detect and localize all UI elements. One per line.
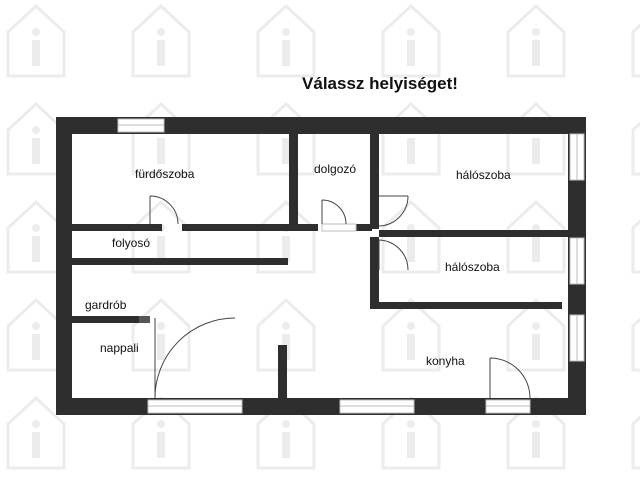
room-folyoso[interactable]: folyosó bbox=[112, 236, 151, 250]
interior-walls bbox=[72, 134, 569, 415]
room-furdoszoba[interactable]: fürdőszoba bbox=[135, 167, 195, 181]
windows bbox=[117, 118, 585, 414]
page-title: Válassz helyiséget! bbox=[302, 74, 458, 93]
room-dolgozo[interactable]: dolgozó bbox=[314, 162, 357, 176]
room-haloszoba-upper[interactable]: hálószoba bbox=[456, 168, 511, 182]
room-gardrob[interactable]: gardrób bbox=[85, 298, 127, 312]
room-konyha[interactable]: konyha bbox=[426, 354, 465, 368]
wardrobe-edge bbox=[139, 316, 150, 323]
room-haloszoba-lower[interactable]: hálószoba bbox=[445, 260, 500, 274]
doors bbox=[149, 195, 531, 399]
room-nappali[interactable]: nappali bbox=[100, 341, 139, 355]
